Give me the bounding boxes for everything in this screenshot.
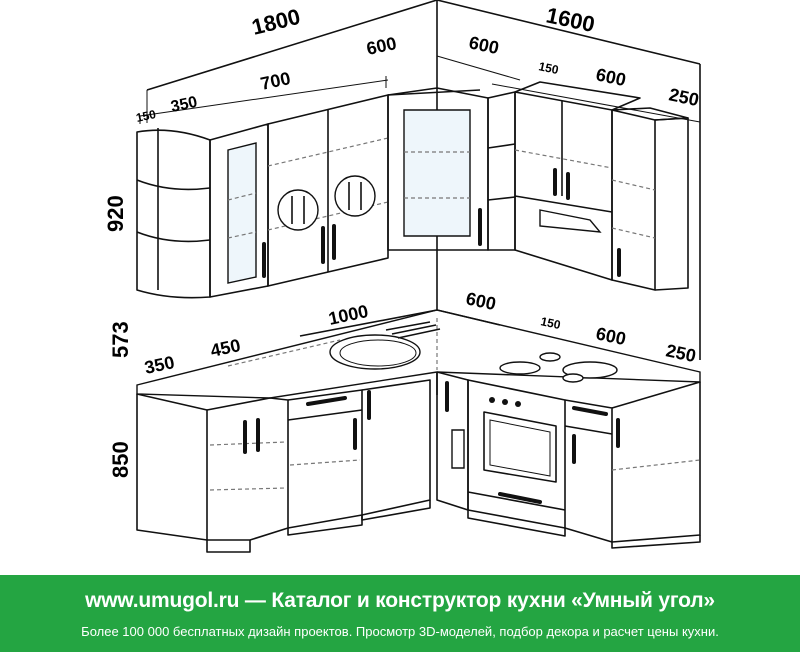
- plate-fork-knife-icon-2: [334, 175, 376, 217]
- dim-counter-600-b: 600: [594, 323, 628, 349]
- dim-height-upper: 920: [103, 195, 128, 232]
- sink-drainboard: [385, 321, 441, 339]
- dim-upper-left-150: 150: [135, 107, 158, 125]
- upper-corner-cabinet: [387, 87, 489, 251]
- dim-counter-450: 450: [209, 335, 243, 361]
- hob-burner-3: [539, 352, 561, 362]
- dim-upper-left-350: 350: [169, 94, 199, 116]
- range-hood: [539, 209, 602, 233]
- kitchen-layout-drawing: 1800 1600 600 600 700 350 150 150 600 25…: [103, 0, 701, 553]
- upper-glass-cabinet: [209, 123, 269, 298]
- footer-banner: www.umugol.ru — Каталог и конструктор ку…: [0, 575, 800, 652]
- upper-cabinet-doors-700: [267, 94, 389, 287]
- dim-height-base: 850: [108, 441, 133, 478]
- footer-subtitle: Более 100 000 бесплатных дизайн проектов…: [81, 624, 719, 639]
- bottle-icon: [451, 429, 465, 469]
- upper-tall-cabinet-right: [611, 107, 689, 291]
- dim-height-gap: 573: [108, 321, 133, 358]
- upper-right-shelf: [487, 91, 516, 251]
- footer-title[interactable]: www.umugol.ru — Каталог и конструктор ку…: [85, 589, 715, 612]
- dim-upper-right-600: 600: [594, 64, 628, 90]
- countertop: [136, 309, 701, 399]
- dim-upper-total-left: 1800: [249, 4, 303, 40]
- dim-upper-corner-left: 600: [365, 33, 399, 59]
- upper-open-shelf: [136, 128, 211, 299]
- hob-burner-1: [499, 361, 541, 375]
- dim-counter-350: 350: [143, 352, 177, 378]
- base-cabinets-right: [436, 371, 701, 549]
- dim-upper-left-700: 700: [259, 68, 293, 94]
- base-cabinets-left: [136, 379, 431, 553]
- dim-upper-right-150: 150: [537, 59, 560, 77]
- dim-counter-150: 150: [539, 314, 562, 332]
- dim-upper-right-250: 250: [667, 84, 701, 110]
- dim-upper-corner-right: 600: [467, 32, 501, 58]
- dim-upper-total-right: 1600: [544, 2, 597, 37]
- upper-hood-cabinet: [514, 81, 641, 281]
- hob-burner-4: [562, 373, 584, 383]
- dimension-lines: [139, 76, 701, 126]
- dim-counter-600-a: 600: [464, 288, 498, 314]
- plate-fork-knife-icon: [277, 189, 319, 231]
- dim-counter-250: 250: [664, 340, 698, 366]
